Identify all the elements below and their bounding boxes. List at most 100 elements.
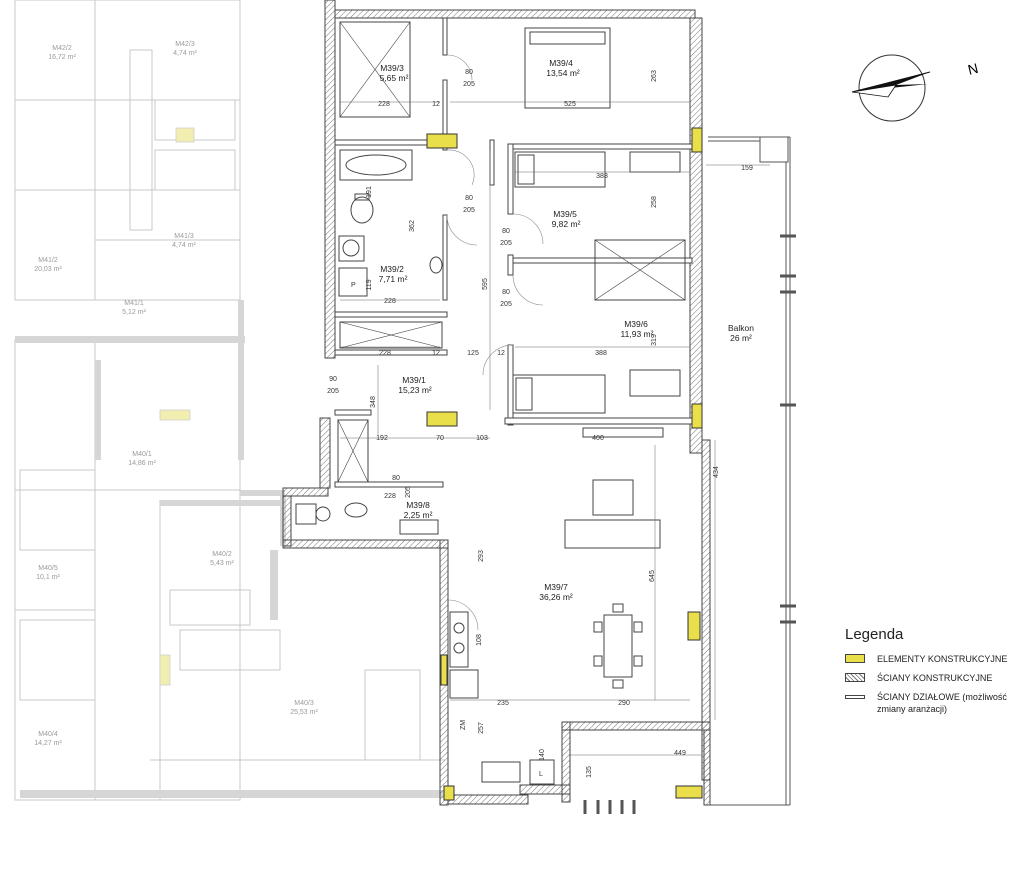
svg-text:205: 205 (327, 388, 339, 395)
svg-text:M40/3: M40/3 (294, 700, 314, 707)
neighbor-walls (15, 300, 445, 798)
svg-text:205: 205 (500, 240, 512, 247)
svg-text:4,74 m²: 4,74 m² (172, 242, 196, 249)
svg-text:135: 135 (586, 766, 593, 778)
svg-text:80: 80 (465, 69, 473, 76)
svg-text:L: L (539, 771, 543, 778)
svg-text:Balkon: Balkon (728, 323, 754, 333)
svg-text:192: 192 (376, 435, 388, 442)
svg-text:140: 140 (539, 749, 546, 761)
dimension-lines (340, 101, 770, 756)
legend-item-structural-elements: ELEMENTY KONSTRUKCYJNE (845, 653, 1024, 665)
svg-text:263: 263 (651, 70, 658, 82)
svg-text:9,82 m²: 9,82 m² (552, 219, 581, 229)
svg-text:235: 235 (497, 700, 509, 707)
svg-text:228: 228 (378, 101, 390, 108)
room-labels: M39/35,65 m² M39/413,54 m² M39/59,82 m² … (379, 58, 755, 602)
svg-text:159: 159 (741, 165, 753, 172)
svg-text:M41/2: M41/2 (38, 257, 58, 264)
svg-text:434: 434 (713, 466, 720, 478)
svg-text:80: 80 (502, 228, 510, 235)
svg-text:M39/3: M39/3 (380, 63, 404, 73)
neighbor-room-labels: M42/2 16,72 m² M42/3 4,74 m² M41/2 20,03… (34, 41, 318, 747)
room-m39-6: M39/611,93 m² (621, 319, 654, 339)
svg-text:293: 293 (478, 550, 485, 562)
svg-text:11,93 m²: 11,93 m² (621, 329, 654, 339)
svg-text:119: 119 (366, 279, 373, 290)
furniture (295, 21, 686, 785)
svg-text:80: 80 (392, 475, 400, 482)
yellow-swatch (845, 654, 865, 663)
compass: N (851, 54, 980, 122)
svg-text:595: 595 (482, 278, 489, 290)
svg-text:525: 525 (564, 101, 576, 108)
room-m39-2: M39/27,71 m² (379, 264, 408, 284)
room-m39-8: M39/82,25 m² (404, 500, 433, 520)
svg-text:14,86 m²: 14,86 m² (128, 460, 156, 467)
svg-text:125: 125 (467, 350, 479, 357)
svg-text:M40/4: M40/4 (38, 731, 58, 738)
neighbor-structural (159, 127, 195, 686)
svg-text:191: 191 (366, 186, 373, 198)
svg-text:ZM: ZM (460, 720, 467, 730)
svg-text:70: 70 (436, 435, 444, 442)
svg-text:388: 388 (595, 350, 607, 357)
svg-text:13,54 m²: 13,54 m² (546, 68, 580, 78)
svg-text:14,27 m²: 14,27 m² (34, 740, 62, 747)
svg-text:205: 205 (500, 301, 512, 308)
svg-text:2,25 m²: 2,25 m² (404, 510, 433, 520)
dimension-labels: 228 12 525 80 205 263 388 258 159 191 36… (327, 69, 753, 778)
svg-text:205: 205 (463, 207, 475, 214)
svg-text:205: 205 (405, 486, 412, 498)
svg-text:M39/8: M39/8 (406, 500, 430, 510)
svg-text:M42/2: M42/2 (52, 45, 72, 52)
neighbor-apartments (14, 0, 445, 801)
outline-swatch (845, 695, 865, 699)
svg-text:205: 205 (463, 81, 475, 88)
room-m39-5: M39/59,82 m² (552, 209, 581, 229)
svg-text:645: 645 (649, 570, 656, 582)
svg-text:5,43 m²: 5,43 m² (210, 560, 234, 567)
svg-text:26 m²: 26 m² (730, 333, 752, 343)
svg-text:M40/5: M40/5 (38, 565, 58, 572)
balcony (583, 136, 796, 814)
svg-text:319: 319 (651, 334, 658, 346)
svg-text:258: 258 (651, 196, 658, 208)
svg-text:388: 388 (596, 173, 608, 180)
svg-text:16,72 m²: 16,72 m² (48, 54, 76, 61)
door-swings (446, 54, 544, 631)
svg-text:5,12 m²: 5,12 m² (122, 309, 146, 316)
svg-text:M39/1: M39/1 (402, 375, 426, 385)
svg-text:12: 12 (432, 350, 440, 357)
svg-text:7,71 m²: 7,71 m² (379, 274, 408, 284)
room-m39-1: M39/115,23 m² (398, 375, 432, 395)
legend-title: Legenda (845, 626, 904, 643)
svg-text:108: 108 (476, 634, 483, 646)
structural-walls (282, 0, 711, 806)
svg-text:M39/4: M39/4 (549, 58, 573, 68)
hatch-swatch (845, 673, 865, 682)
svg-text:M41/1: M41/1 (124, 300, 144, 307)
svg-text:5,65 m²: 5,65 m² (380, 73, 409, 83)
legend-item-structural-walls: ŚCIANY KONSTRUKCYJNE (845, 672, 1024, 684)
svg-text:80: 80 (465, 195, 473, 202)
svg-text:M39/2: M39/2 (380, 264, 404, 274)
svg-text:M39/7: M39/7 (544, 582, 568, 592)
svg-text:10,1 m²: 10,1 m² (36, 574, 60, 581)
svg-text:80: 80 (502, 289, 510, 296)
svg-text:103: 103 (476, 435, 488, 442)
svg-text:90: 90 (329, 376, 337, 383)
svg-text:348: 348 (370, 396, 377, 408)
svg-text:P: P (351, 282, 356, 289)
room-m39-7: M39/736,26 m² (539, 582, 573, 602)
legend: Legenda ELEMENTY KONSTRUKCYJNE ŚCIANY KO… (845, 626, 1024, 722)
svg-text:M40/2: M40/2 (212, 551, 232, 558)
svg-text:M39/5: M39/5 (553, 209, 577, 219)
svg-text:12: 12 (497, 350, 505, 357)
room-m39-4: M39/413,54 m² (546, 58, 580, 78)
structural-elements (426, 127, 781, 801)
svg-text:M39/6: M39/6 (624, 319, 648, 329)
svg-text:362: 362 (409, 220, 416, 232)
partition-walls (334, 17, 696, 488)
